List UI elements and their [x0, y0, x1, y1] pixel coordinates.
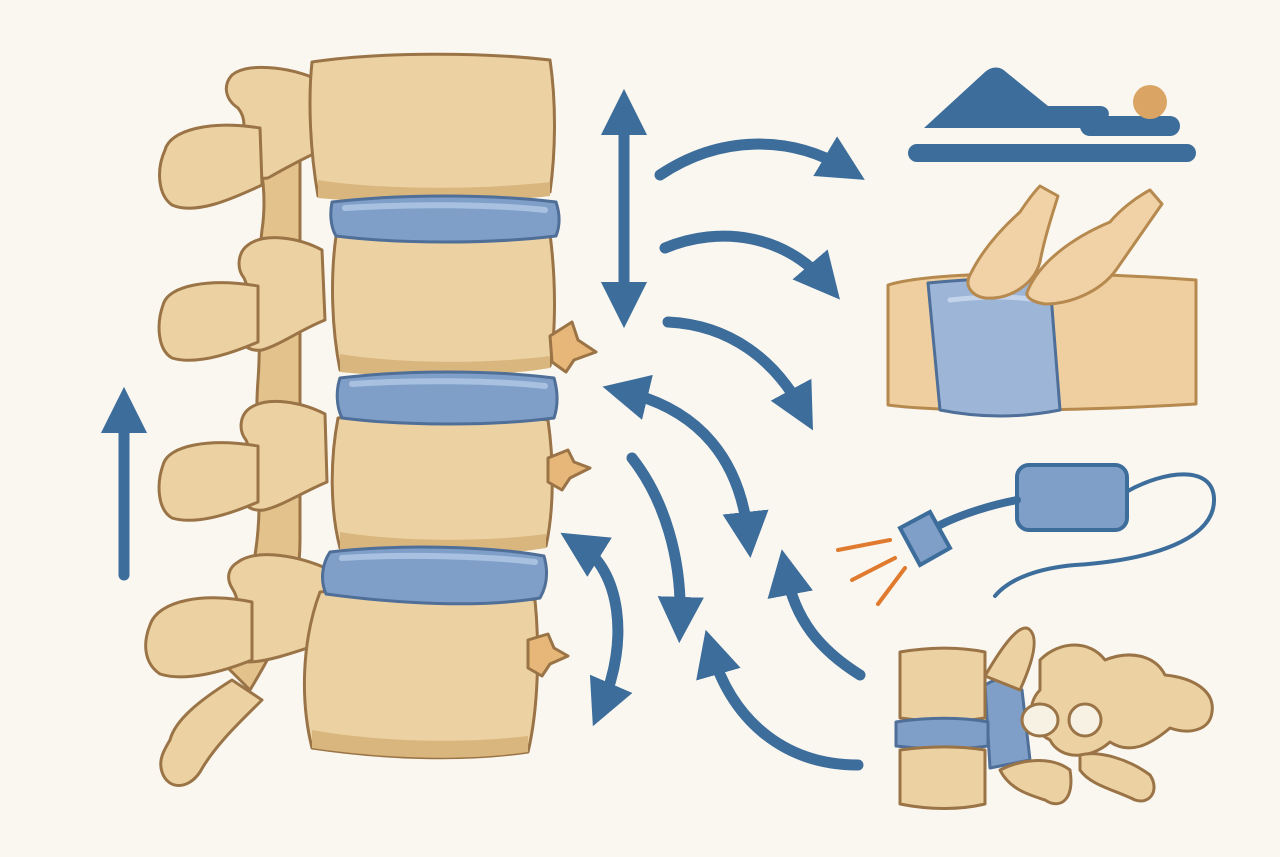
nerve-root-1 — [548, 320, 598, 374]
spark-icon — [836, 538, 907, 606]
lying-person-body — [924, 67, 1109, 128]
left-hand-icon — [966, 184, 1060, 300]
right-hand-icon — [1025, 188, 1164, 306]
rest-icon — [908, 67, 1196, 162]
vertebral-body-3 — [330, 410, 554, 556]
arrow-from-segment-2 — [696, 629, 864, 771]
arrow-down-right — [662, 316, 813, 431]
transverse-process-4 — [144, 596, 254, 679]
probe-icon — [897, 509, 953, 568]
bed-icon — [908, 144, 1196, 162]
curved-double-arrow-1 — [602, 374, 769, 558]
motion-arrows — [100, 88, 866, 771]
head-icon — [1133, 85, 1167, 119]
back-brace — [886, 184, 1198, 418]
process-2 — [237, 236, 327, 352]
vertebral-body-1 — [308, 52, 556, 202]
arrow-down — [626, 452, 704, 644]
curved-double-arrow-2 — [560, 532, 633, 727]
device-box-icon — [1015, 463, 1129, 532]
segment-body-top — [898, 646, 987, 723]
transverse-process-3 — [157, 441, 260, 522]
vertebral-body-4 — [302, 586, 540, 760]
disc-3 — [321, 545, 549, 606]
process-3 — [239, 399, 329, 512]
segment-body-bottom — [898, 745, 987, 810]
cable — [993, 472, 1217, 598]
nerve-root-3 — [526, 632, 570, 678]
vertebral-body-2 — [331, 226, 556, 376]
spine-segment — [894, 626, 1214, 810]
arrow-from-segment-1 — [767, 549, 866, 681]
segment-disc — [894, 716, 990, 751]
spinous-process-lower — [159, 678, 264, 787]
transverse-process-2 — [157, 281, 260, 362]
arrow-to-brace — [659, 230, 840, 300]
transverse-process-1 — [158, 123, 264, 210]
tens-device — [836, 463, 1217, 606]
nerve-root-2 — [546, 448, 592, 492]
lumbar-spine — [144, 52, 598, 787]
arrow-to-rest — [654, 136, 865, 181]
